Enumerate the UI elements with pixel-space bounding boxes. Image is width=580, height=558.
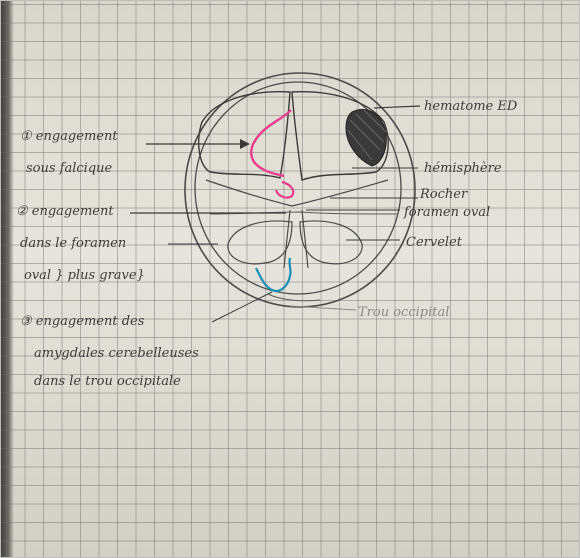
label-rocher: Rocher xyxy=(419,187,468,202)
label-foramen: foramen oval xyxy=(403,205,490,220)
left-hemisphere-outline xyxy=(199,92,290,178)
label-trou-occipital: Trou occipital xyxy=(358,305,449,320)
label-hemisphere: hémisphère xyxy=(424,161,502,176)
leader-label-1-arrowhead xyxy=(240,139,250,149)
label-2-line1: ② engagement xyxy=(16,204,114,219)
tentorium-line xyxy=(206,180,388,206)
label-1-line1: ① engagement xyxy=(20,129,118,144)
leader-label-3 xyxy=(212,292,272,322)
cerebellum-left xyxy=(228,221,292,264)
tentorial-herniation-line xyxy=(276,182,293,198)
label-3-line3: dans le trou occipitale xyxy=(34,374,181,389)
label-2-line2: dans le foramen xyxy=(20,236,126,251)
label-3-line1: ③ engagement des xyxy=(20,314,145,329)
brainstem xyxy=(284,210,308,268)
label-cervelet: Cervelet xyxy=(406,235,463,250)
leader-trou xyxy=(290,306,356,310)
label-3-line2: amygdales cerebelleuses xyxy=(34,346,199,361)
cerebellum-right xyxy=(300,221,362,264)
label-2-line3: oval } plus grave} xyxy=(24,268,145,283)
label-hematome: hematome ED xyxy=(424,99,518,114)
foramen-magnum-line xyxy=(268,294,320,301)
label-1-line2: sous falcique xyxy=(26,161,113,176)
